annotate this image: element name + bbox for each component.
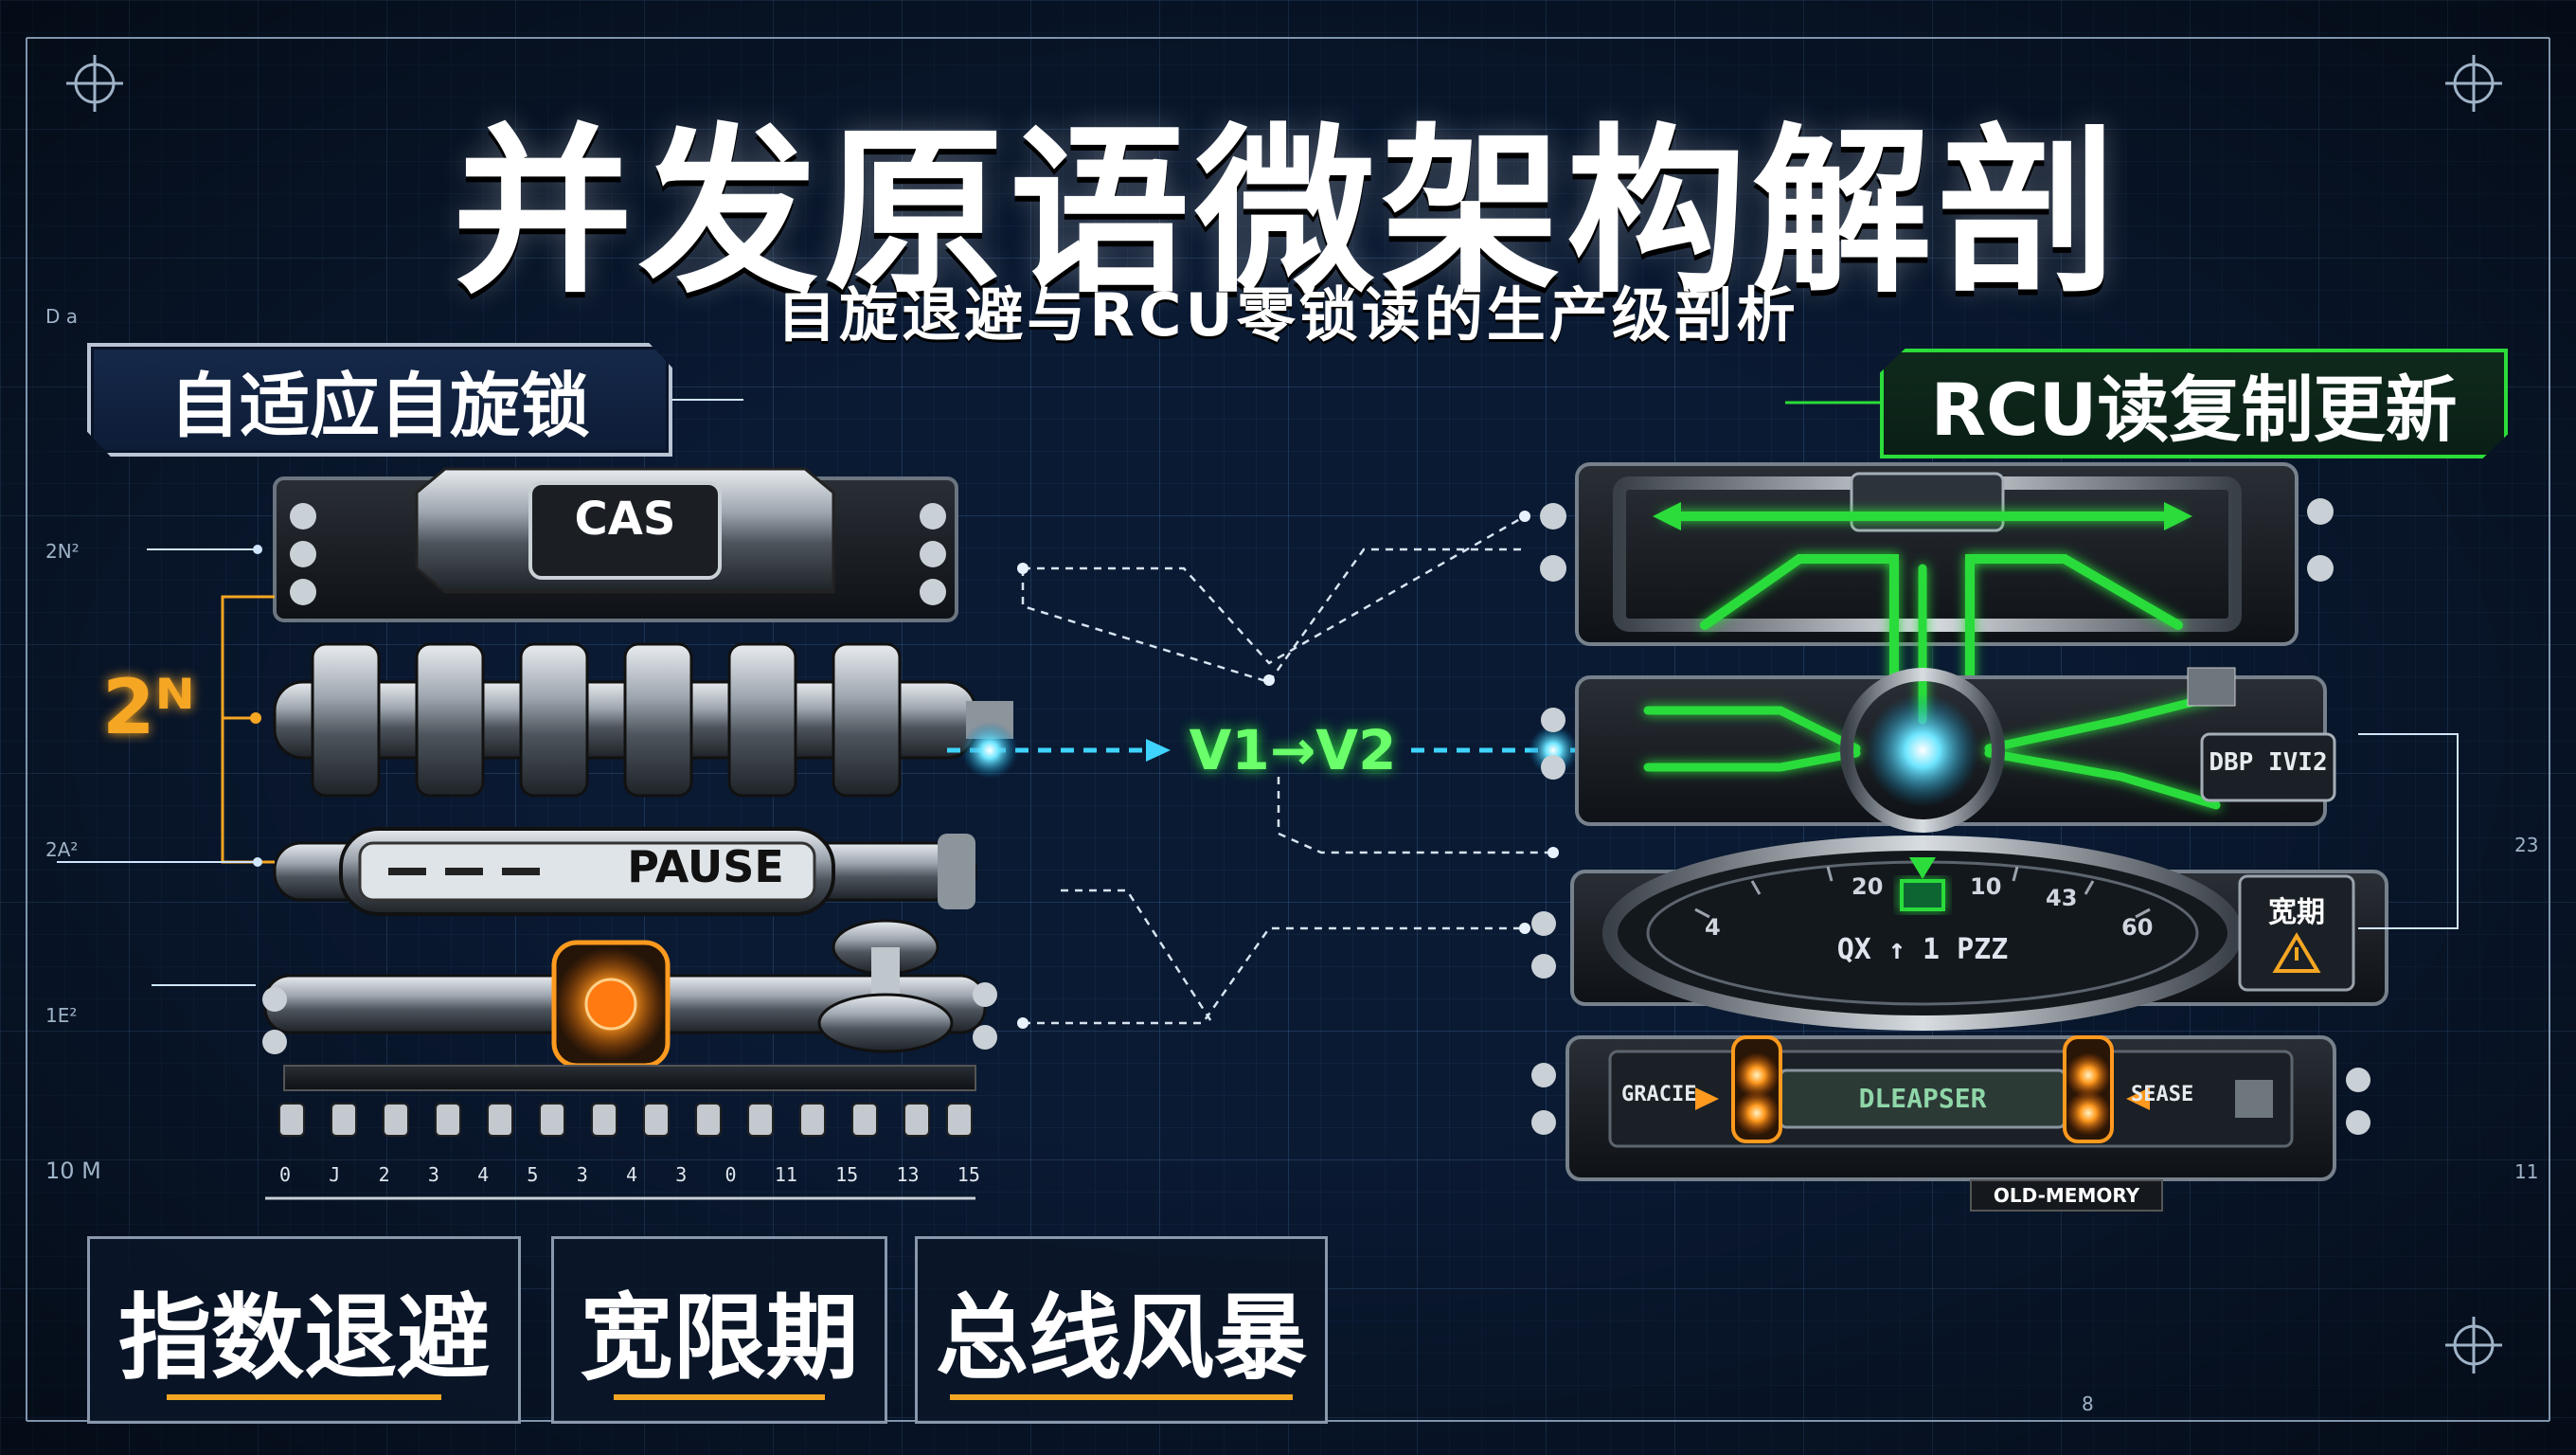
dial-readout: QX ↑ 1 PZZ bbox=[1836, 933, 2009, 966]
tag-exponential-backoff: 指数退避 bbox=[87, 1236, 521, 1424]
grace-badge: 宽期 bbox=[2268, 896, 2325, 929]
margin-label: 2A² bbox=[45, 838, 79, 861]
dial-tick: 20 bbox=[1852, 873, 1884, 900]
gear-shaft-icon bbox=[273, 642, 1013, 798]
old-memory-label: OLD-MEMORY bbox=[1970, 1179, 2163, 1212]
rcu-hub-module bbox=[1541, 564, 2336, 833]
grace-dial-module bbox=[1531, 824, 2388, 1031]
ruler-tick: 15 bbox=[835, 1163, 859, 1186]
pin-row bbox=[278, 1103, 973, 1137]
margin-label: D a bbox=[45, 305, 79, 328]
ruler-tick-labels: 0 J 2 3 4 5 3 4 3 0 11 15 13 15 bbox=[279, 1163, 980, 1186]
dial-tick: 10 bbox=[1970, 873, 2002, 900]
dial-tick: 43 bbox=[2046, 885, 2078, 911]
ruler-tick: 15 bbox=[957, 1163, 980, 1186]
reclaim-right-label: SEASE bbox=[2131, 1083, 2194, 1106]
page-title: 并发原语微架构解剖 bbox=[452, 108, 2123, 317]
tag-label: 宽限期 bbox=[580, 1284, 859, 1392]
pointer-swap-arrow bbox=[947, 722, 1619, 779]
ruler-tick: 4 bbox=[625, 1163, 638, 1186]
reclaim-center-label: DLEAPSER bbox=[1858, 1083, 1987, 1114]
dial-tick: 60 bbox=[2121, 914, 2154, 941]
margin-label: 11 bbox=[2514, 1160, 2539, 1183]
margin-label: 8 bbox=[2082, 1392, 2094, 1415]
ruler-tick: 0 bbox=[279, 1163, 292, 1186]
reclaim-left-label: GRACIE bbox=[1621, 1083, 1697, 1106]
connector-nodes bbox=[1017, 511, 1559, 1029]
reclaim-module bbox=[1531, 1035, 2370, 1181]
ruler-tick: 2 bbox=[378, 1163, 390, 1186]
page-subtitle: 自旋退避与RCU零锁读的生产级剖析 bbox=[777, 280, 1799, 350]
margin-label: 2N² bbox=[45, 540, 80, 563]
orange-core-shaft bbox=[262, 919, 997, 1091]
pointer-label: DBP IVI2 bbox=[2209, 748, 2328, 777]
ruler-tick: 5 bbox=[527, 1163, 539, 1186]
tag-underline bbox=[167, 1394, 441, 1400]
dashed-connectors bbox=[1021, 514, 1553, 1025]
tag-bus-storm: 总线风暴 bbox=[915, 1236, 1328, 1424]
ruler-tick: 13 bbox=[896, 1163, 920, 1186]
ruler-tick: 3 bbox=[675, 1163, 688, 1186]
rcu-heading: RCU读复制更新 bbox=[1880, 349, 2508, 458]
dial-tick: 4 bbox=[1705, 914, 1721, 941]
tag-underline bbox=[613, 1394, 826, 1400]
tag-label: 指数退避 bbox=[117, 1284, 490, 1392]
cas-label: CAS bbox=[574, 493, 676, 546]
backoff-label: 2ᴺ bbox=[102, 663, 195, 751]
ruler-tick: 11 bbox=[774, 1163, 797, 1186]
ruler-tick: J bbox=[329, 1163, 341, 1186]
spinlock-heading: 自适应自旋锁 bbox=[87, 343, 672, 457]
version-label: V1→V2 bbox=[1189, 718, 1397, 782]
crosshair-icon bbox=[66, 55, 2502, 1374]
tag-grace-period: 宽限期 bbox=[551, 1236, 887, 1424]
ruler-tick: 3 bbox=[427, 1163, 439, 1186]
rcu-split-module bbox=[1540, 462, 2334, 687]
margin-label: 1E² bbox=[45, 1004, 78, 1027]
ruler-tick: 4 bbox=[477, 1163, 490, 1186]
cas-chip-module bbox=[273, 467, 958, 622]
pause-label: PAUSE bbox=[627, 841, 784, 892]
margin-label: 10 M bbox=[45, 1158, 101, 1184]
tag-label: 总线风暴 bbox=[935, 1284, 1307, 1392]
leader-lines-left bbox=[57, 399, 743, 986]
ruler-tick: 3 bbox=[576, 1163, 588, 1186]
margin-label: 23 bbox=[2514, 834, 2539, 856]
pause-cylinder-icon bbox=[273, 827, 977, 916]
tag-underline bbox=[950, 1394, 1293, 1400]
leader-line-right bbox=[2358, 733, 2459, 929]
ruler-tick: 0 bbox=[724, 1163, 737, 1186]
backoff-bracket bbox=[221, 595, 275, 864]
